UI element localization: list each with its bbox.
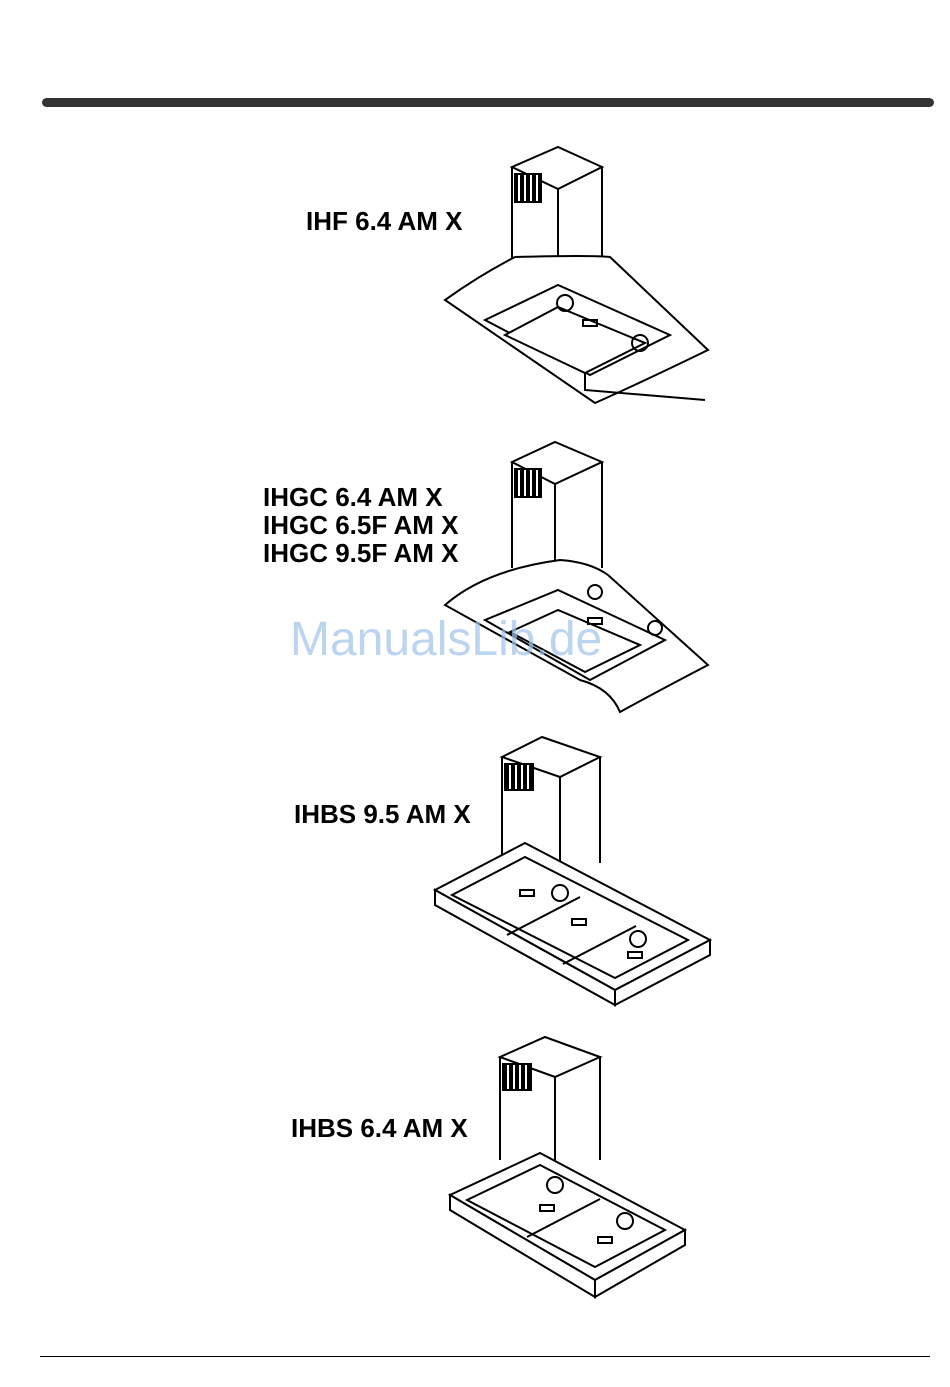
watermark: ManualsLib.de [290,612,602,667]
model-label-ihbs-64: IHBS 6.4 AM X [291,1114,468,1142]
glass-hood-flat-illustration [440,145,715,410]
bottom-rule [40,1356,930,1357]
model-label-ihgc-64: IHGC 6.4 AM X [263,483,459,511]
model-label-ihgc-95f: IHGC 9.5F AM X [263,539,459,567]
model-label-ihgc: IHGC 6.4 AM X IHGC 6.5F AM X IHGC 9.5F A… [263,483,459,567]
box-hood-three-filter-illustration [430,735,715,1020]
top-rule [42,98,934,107]
model-label-ihgc-65f: IHGC 6.5F AM X [263,511,459,539]
box-hood-two-filter-illustration [445,1035,695,1310]
glass-hood-curved-illustration [440,440,715,715]
